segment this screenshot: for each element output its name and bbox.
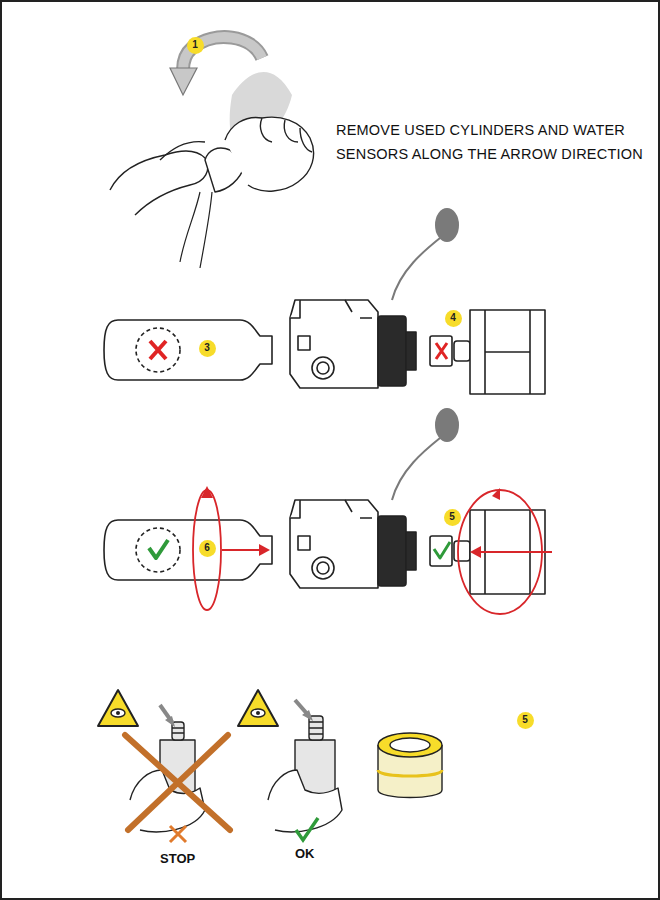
callout-text: 5 (449, 512, 455, 522)
callout-number: 1 (187, 37, 204, 54)
warning-signs (98, 690, 278, 726)
rotate-arrows (193, 486, 552, 614)
callout-text: 6 (204, 543, 210, 553)
callout-text: 3 (204, 343, 210, 353)
status-label: OK (295, 847, 315, 860)
callout-text: 4 (450, 313, 456, 323)
marks (125, 735, 318, 842)
instruction-heading: REMOVE USED CYLINDERS AND WATER SENSORS … (336, 118, 652, 166)
sensor-cap (378, 733, 442, 798)
hands-twist (110, 41, 314, 268)
turn-arrow (170, 37, 262, 95)
callout-text: 5 (522, 715, 528, 725)
callout-number: 6 (199, 540, 216, 557)
callout-number: 4 (445, 310, 462, 327)
row-install (104, 408, 545, 594)
callout-number: 5 (444, 509, 461, 526)
status-label: STOP (160, 852, 195, 865)
callout-text: 1 (192, 40, 198, 50)
callout-number: 5 (517, 712, 534, 729)
callout-number: 3 (199, 340, 216, 357)
row-remove (104, 208, 545, 394)
